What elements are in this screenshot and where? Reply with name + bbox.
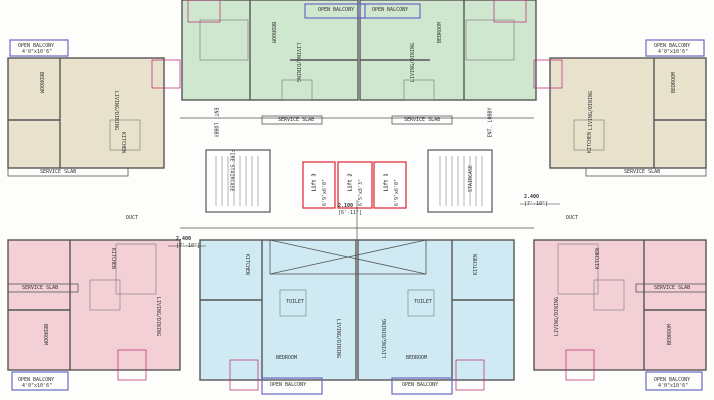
lift-3-label: Lift 3 [311, 173, 318, 192]
unit-bottom-right-pink [534, 240, 706, 370]
dimension-right-imperial: [7'-10"] [524, 201, 549, 207]
open-balcony-label-bottom-left: OPEN BALCONY [18, 377, 55, 383]
staircase-label: STAIRCASE [468, 164, 475, 193]
living-label-top-right: LIVING/DINING [410, 42, 417, 83]
bedroom-label-top-left: BEDROOM [270, 21, 277, 44]
dimension-center-metric: 2.100 [338, 203, 354, 209]
dimension-left-imperial: [7'-10"] [176, 243, 201, 249]
open-balcony-label-bottom-center-right: OPEN BALCONY [402, 382, 439, 388]
living-label-bottom-center-right: LIVING/DINING [382, 318, 389, 359]
unit-bottom-center-left-blue [200, 240, 356, 380]
unit-left-beige [8, 58, 164, 168]
kitchen-label-right: KITCHEN [587, 131, 594, 154]
service-slab-top-right: SERVICE SLAB [404, 117, 441, 123]
unit-right-beige [550, 58, 706, 168]
living-label-bottom-right: LIVING/DINING [554, 296, 561, 337]
balcony-size-bottom-right: 4'0"x10'6" [658, 383, 689, 389]
balconies [9, 3, 705, 395]
balcony-size-right: 4'0"x10'6" [658, 49, 689, 55]
bedroom-label-bottom-center-right: BEDROOM [406, 355, 428, 361]
duct-label-right: DUCT [566, 215, 579, 221]
open-balcony-label-bottom-center-left: OPEN BALCONY [270, 382, 307, 388]
balcony-size-left: 4'0"x10'6" [22, 49, 53, 55]
core [205, 149, 493, 213]
dimension-right-metric: 2.400 [524, 194, 540, 200]
fire-staircase-label: FIRE STAIRCASE [228, 149, 235, 192]
living-label-bottom-left: LIVING/DINING [155, 296, 162, 337]
dimension-center-imperial: [6'-11"] [338, 210, 363, 216]
passage [180, 117, 534, 275]
unit-top-left-green [182, 0, 358, 100]
duct-label-left: DUCT [126, 215, 139, 221]
service-slab-left: SERVICE SLAB [40, 169, 77, 175]
service-slabs [7, 115, 707, 293]
living-label-right: LIVING/DINING [588, 90, 595, 131]
open-balcony-label-top-right: OPEN BALCONY [372, 7, 409, 13]
balcony-size-bottom-left: 4'0"x10'6" [22, 383, 53, 389]
bedroom-label-left: BEDROOM [38, 71, 45, 94]
bedroom-label-bottom-right: BEDROOM [667, 323, 674, 346]
ent-lobby-label-top-right: ENT. LOBBY [487, 107, 494, 138]
kitchen-label-bottom-center-left: KITCHEN [244, 253, 251, 276]
service-slab-bottom-right: SERVICE SLAB [654, 285, 691, 291]
bedroom-label-right: BEDROOM [671, 71, 678, 94]
ent-lobby-label-top-left: ENT. LOBBY [212, 107, 219, 138]
toilet-label-bottom-center-right: TOILET [414, 299, 433, 305]
kitchen-label-bottom-right: KITCHEN [595, 247, 602, 270]
service-slab-top-left: SERVICE SLAB [278, 117, 315, 123]
kitchen-label-bottom-center-right: KITCHEN [473, 253, 480, 276]
bedroom-label-bottom-left: BEDROOM [42, 323, 49, 346]
terraces [117, 0, 595, 391]
dimension-lines [168, 200, 560, 247]
open-balcony-label-left: OPEN BALCONY [18, 43, 55, 49]
kitchen-label-bottom-left: KITCHEN [110, 247, 117, 270]
toilet-label-bottom-center-left: TOILET [286, 299, 305, 305]
living-label-top-left: LIVING/DINING [295, 42, 302, 83]
open-balcony-label-right: OPEN BALCONY [654, 43, 691, 49]
unit-top-right-green [360, 0, 536, 100]
lift-2-label: Lift 2 [347, 173, 354, 192]
open-balcony-label-top-left: OPEN BALCONY [318, 7, 355, 13]
bedroom-label-bottom-center-left: BEDROOM [276, 355, 298, 361]
lift-2-size: 6'5"x8'3" [358, 178, 365, 207]
living-label-left: LIVING/DINING [113, 90, 120, 131]
unit-bottom-center-right-blue [358, 240, 514, 380]
unit-bottom-left-pink [8, 240, 180, 370]
living-label-bottom-center-left: LIVING/DINING [335, 318, 342, 359]
kitchen-label-left: KITCHEN [120, 131, 127, 154]
lift-3-size: 6'9"x6'0" [322, 178, 329, 207]
lift-1-label: Lift 1 [383, 173, 390, 192]
open-balcony-label-bottom-right: OPEN BALCONY [654, 377, 691, 383]
partitions [89, 19, 625, 317]
service-slab-right: SERVICE SLAB [624, 169, 661, 175]
lift-1-size: 6'9"x6'0" [394, 178, 401, 207]
service-slab-bottom-left: SERVICE SLAB [22, 285, 59, 291]
dimension-left-metric: 2.400 [176, 236, 192, 242]
bedroom-label-top-right: BEDROOM [437, 21, 444, 44]
